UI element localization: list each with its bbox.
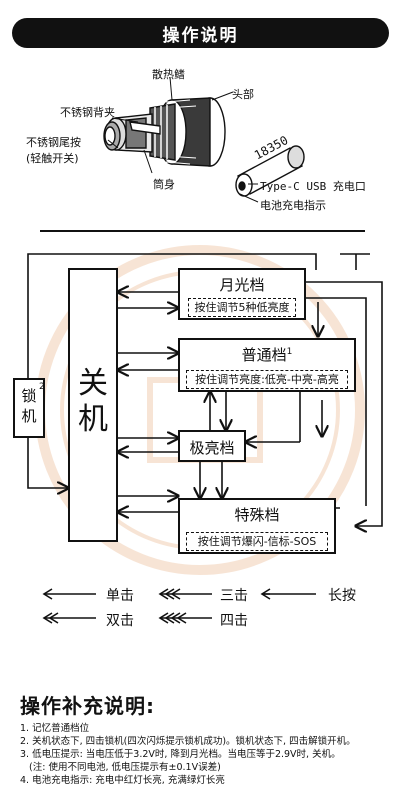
page-title: 操作说明 xyxy=(162,25,239,46)
legend-triple-label: 三击 xyxy=(220,588,248,604)
moonlight-label: 月光档 xyxy=(219,276,265,294)
legend-double-label: 双击 xyxy=(106,613,134,629)
legend-arrows xyxy=(42,588,316,624)
charge-indicator-label: 电池充电指示 xyxy=(260,199,326,212)
tail-button-note: (轻触开关) xyxy=(26,152,79,165)
lock-superscript: 2 xyxy=(39,382,45,392)
legend-quad-label: 四击 xyxy=(220,613,248,629)
special-sub-label: 按住调节爆闪-信标-SOS xyxy=(186,532,328,551)
notes-title: 操作补充说明: xyxy=(20,694,155,718)
section-divider xyxy=(40,230,365,232)
body-label: 筒身 xyxy=(153,178,175,191)
turbo-box: 极亮档 xyxy=(178,430,246,462)
notes-list: 1. 记忆普通档位 2. 关机状态下, 四击锁机(四次闪烁提示锁机成功)。锁机状… xyxy=(20,722,356,787)
header-bar: 操作说明 xyxy=(12,18,389,48)
note-item: 4. 电池充电指示: 充电中红灯长亮, 充满绿灯长亮 xyxy=(20,775,225,786)
legend-long-press-label: 长按 xyxy=(328,588,356,604)
note-item: 1. 记忆普通档位 xyxy=(20,723,90,734)
normal-box: 普通档1 按住调节亮度:低亮-中亮-高亮 xyxy=(178,338,356,392)
legend-single-label: 单击 xyxy=(106,588,134,604)
normal-label: 普通档 xyxy=(241,346,287,364)
note-item: (注: 使用不同电池, 低电压提示有±0.1V误差) xyxy=(20,762,221,773)
moonlight-box: 月光档 按住调节5种低亮度 xyxy=(178,268,306,320)
moonlight-sub-label: 按住调节5种低亮度 xyxy=(188,298,296,317)
special-box: 特殊档 按住调节爆闪-信标-SOS xyxy=(178,498,336,554)
normal-superscript: 1 xyxy=(286,347,293,357)
heat-sink-label: 散热鳍 xyxy=(152,68,185,81)
off-box: 关机 xyxy=(68,268,118,542)
head-label: 头部 xyxy=(232,88,254,101)
note-item: 2. 关机状态下, 四击锁机(四次闪烁提示锁机成功)。锁机状态下, 四击解锁开机… xyxy=(20,736,356,747)
lock-box: 锁机 2 xyxy=(13,378,45,438)
special-label: 特殊档 xyxy=(234,506,280,524)
note-item: 3. 低电压提示: 当电压低于3.2V时, 降到月光档。当电压等于2.9V时, … xyxy=(20,749,341,760)
back-clip-label: 不锈钢背夹 xyxy=(60,106,115,119)
normal-sub-label: 按住调节亮度:低亮-中亮-高亮 xyxy=(186,370,348,389)
tail-button-label: 不锈钢尾按 xyxy=(26,136,81,149)
turbo-label: 极亮档 xyxy=(189,439,235,457)
usb-port-label: Type-C USB 充电口 xyxy=(260,180,366,193)
off-label: 关机 xyxy=(78,366,108,437)
flashlight-illustration xyxy=(103,76,305,203)
lock-label: 锁机 xyxy=(21,387,37,425)
